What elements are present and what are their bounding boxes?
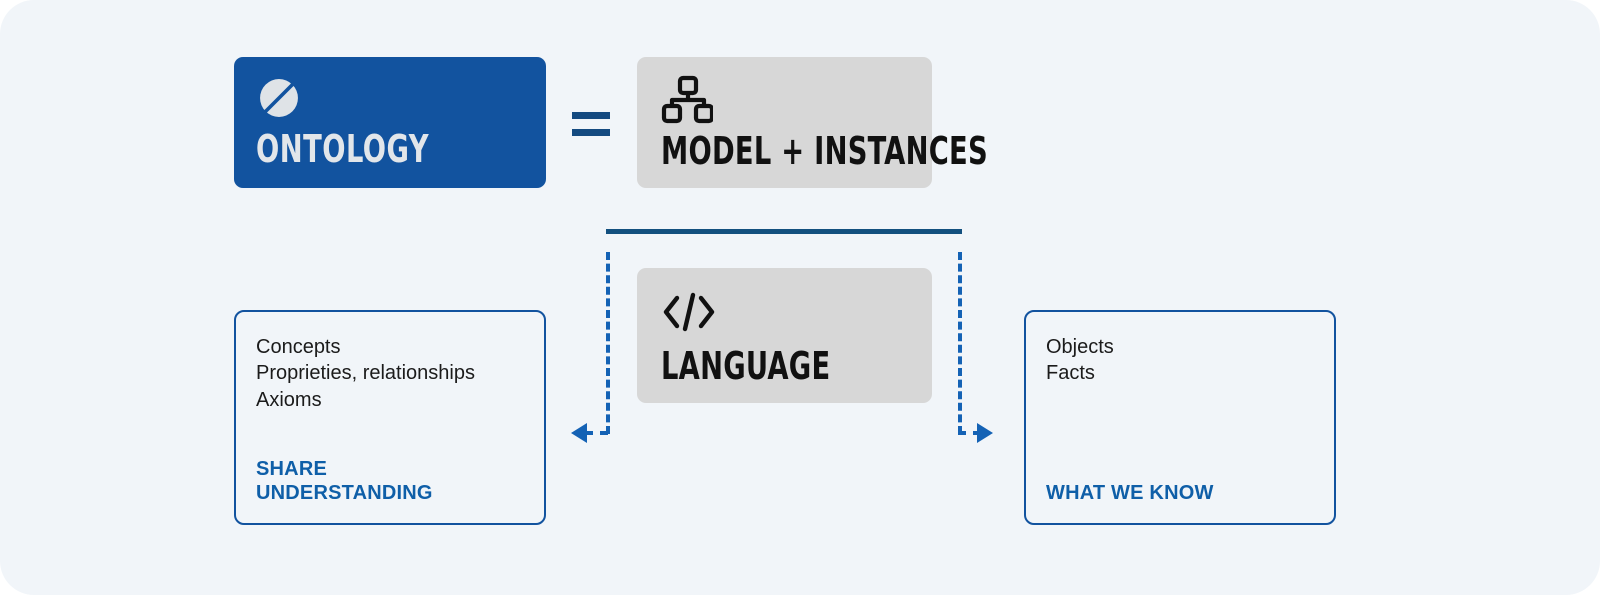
list-item: Facts [1046,362,1095,385]
model-instances-card: MODEL + INSTANCES [637,57,988,188]
list-item: Axioms [256,388,322,411]
share-understanding-box: Concepts Proprieties, relationships Axio… [234,310,546,525]
ontology-card: ONTOLOGY [234,57,546,188]
arrowhead-right-icon [977,423,993,443]
what-we-know-box: Objects Facts WHAT WE KNOW [1024,310,1336,525]
ontology-logo-icon [256,75,524,121]
tagline-line: UNDERSTANDING [256,482,433,504]
language-card: LANGUAGE [637,268,932,403]
arrowhead-left-icon [571,423,587,443]
what-we-know-tagline: WHAT WE KNOW [1046,481,1214,505]
tagline-line: SHARE [256,458,328,480]
share-understanding-tagline: SHARE UNDERSTANDING [256,457,433,505]
list-item: Proprieties, relationships [256,362,475,385]
code-brackets-icon [661,290,932,334]
connector-stub-right [958,431,981,435]
hierarchy-icon [661,75,932,125]
what-we-know-lines: Objects Facts [1046,334,1314,387]
list-item: Objects [1046,336,1114,358]
equals-symbol [572,108,610,142]
connector-drop-left [606,252,610,434]
list-item: Concepts [256,336,341,358]
ontology-card-title: ONTOLOGY [256,127,430,171]
connector-drop-right [958,252,962,434]
share-understanding-lines: Concepts Proprieties, relationships Axio… [256,334,524,413]
connector-horizontal-rule [606,229,962,234]
model-instances-card-title: MODEL + INSTANCES [661,129,988,173]
language-card-title: LANGUAGE [661,344,831,388]
connector-stub-left [585,431,608,435]
tagline-line: WHAT WE KNOW [1046,482,1214,504]
